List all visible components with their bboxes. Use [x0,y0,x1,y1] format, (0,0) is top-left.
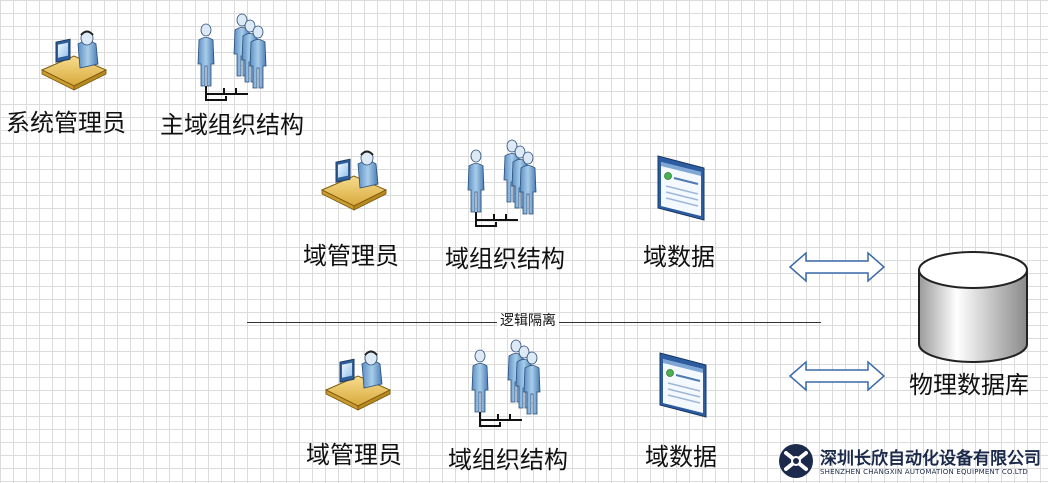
main-domain-org-label: 主域组织结构 [160,111,304,139]
domain-data-label-a: 域数据 [643,243,715,271]
company-name-en: SHENZHEN CHANGXIN AUTOMATION EQUIPMENT C… [820,468,1029,476]
database-cylinder-icon [918,251,1028,363]
domain-org-icon-b [470,340,556,430]
double-arrow-icon-b [789,361,885,391]
double-arrow-icon-a [789,252,885,282]
domain-admin-label-b: 域管理员 [306,441,402,469]
domain-data-icon-b [659,352,707,418]
domain-data-icon-a [657,155,705,221]
domain-admin-icon-a [321,150,387,211]
system-admin-label: 系统管理员 [6,109,126,137]
domain-admin-label-a: 域管理员 [303,242,399,270]
logical-isolation-label: 逻辑隔离 [497,313,559,329]
domain-org-icon-a [466,140,552,230]
company-logo-icon [779,444,813,478]
database-label: 物理数据库 [909,371,1029,399]
company-name: 深圳长欣自动化设备有限公司 [820,449,1041,469]
domain-org-label-a: 域组织结构 [445,245,565,273]
domain-data-label-b: 域数据 [645,443,717,471]
domain-org-label-b: 域组织结构 [448,446,568,474]
main-domain-org-icon [196,14,282,104]
domain-admin-icon-b [325,350,391,411]
system-admin-icon [41,30,107,91]
company-watermark: 深圳长欣自动化设备有限公司 SHENZHEN CHANGXIN AUTOMATI… [776,440,1048,483]
